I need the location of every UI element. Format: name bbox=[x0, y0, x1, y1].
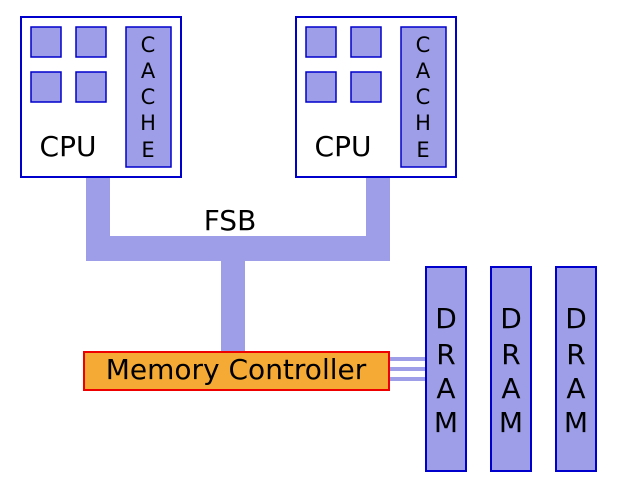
dram-2-letter-1: D bbox=[500, 302, 522, 335]
cpu-1-core-1 bbox=[30, 26, 62, 58]
dram-module-2: D R A M bbox=[490, 266, 532, 472]
cpu-1-core-2 bbox=[75, 26, 107, 58]
dram-2-letter-4: M bbox=[499, 406, 523, 439]
dram-1-box bbox=[425, 266, 467, 472]
cpu-1-cache-letter-5: E bbox=[141, 138, 154, 162]
cpu-2-core-3 bbox=[305, 71, 337, 103]
dram-2-letter-2: R bbox=[501, 338, 520, 371]
memory-controller-box bbox=[83, 351, 390, 391]
memory-bus-lines bbox=[389, 357, 427, 381]
memory-bus-line-3 bbox=[389, 377, 427, 381]
cpu-2-cache bbox=[400, 26, 447, 168]
dram-1-letter-4: M bbox=[434, 406, 458, 439]
fsb-horizontal bbox=[86, 236, 390, 261]
dram-3-letter-2: R bbox=[566, 338, 585, 371]
dram-3-box bbox=[555, 266, 597, 472]
dram-2-box bbox=[490, 266, 532, 472]
dram-1-letter-2: R bbox=[436, 338, 455, 371]
cpu-1-cache-letter-4: H bbox=[140, 111, 156, 135]
dram-3-letter-3: A bbox=[566, 372, 585, 405]
dram-1-letter-1: D bbox=[435, 302, 457, 335]
cpu-2: C A C H E CPU bbox=[295, 16, 457, 178]
cpu-1-core-4 bbox=[75, 71, 107, 103]
dram-3-letter-4: M bbox=[564, 406, 588, 439]
dram-3-letter-1: D bbox=[565, 302, 587, 335]
cpu-2-cache-letter-2: A bbox=[416, 59, 431, 83]
fsb-label: FSB bbox=[204, 204, 257, 237]
cpu-1-cache bbox=[125, 26, 172, 168]
dram-module-1: D R A M bbox=[425, 266, 467, 472]
memory-controller: Memory Controller bbox=[83, 351, 390, 391]
cpu-2-cache-letter-4: H bbox=[415, 111, 431, 135]
memory-controller-label: Memory Controller bbox=[106, 353, 367, 386]
memory-bus-line-1 bbox=[389, 357, 427, 361]
memory-bus-line-2 bbox=[389, 367, 427, 371]
cpu-1: C A C H E CPU bbox=[20, 16, 182, 178]
cpu-2-core-4 bbox=[350, 71, 382, 103]
dram-1-letter-3: A bbox=[436, 372, 455, 405]
cpu-1-cache-letter-3: C bbox=[141, 85, 156, 109]
cpu-1-core-3 bbox=[30, 71, 62, 103]
cpu-2-cache-letter-1: C bbox=[416, 33, 431, 57]
cpu-2-cache-letter-3: C bbox=[416, 85, 431, 109]
dram-2-letter-3: A bbox=[501, 372, 520, 405]
fsb-bus bbox=[86, 177, 390, 353]
cpu-2-cache-letter-5: E bbox=[416, 138, 429, 162]
cpu-1-cache-letter-2: A bbox=[141, 59, 156, 83]
fsb-to-controller bbox=[221, 258, 245, 353]
cpu-2-label: CPU bbox=[315, 130, 372, 163]
dram-module-3: D R A M bbox=[555, 266, 597, 472]
cpu-2-core-2 bbox=[350, 26, 382, 58]
cpu-1-cache-letter-1: C bbox=[141, 33, 156, 57]
cpu-1-label: CPU bbox=[40, 130, 97, 163]
cpu-2-core-1 bbox=[305, 26, 337, 58]
